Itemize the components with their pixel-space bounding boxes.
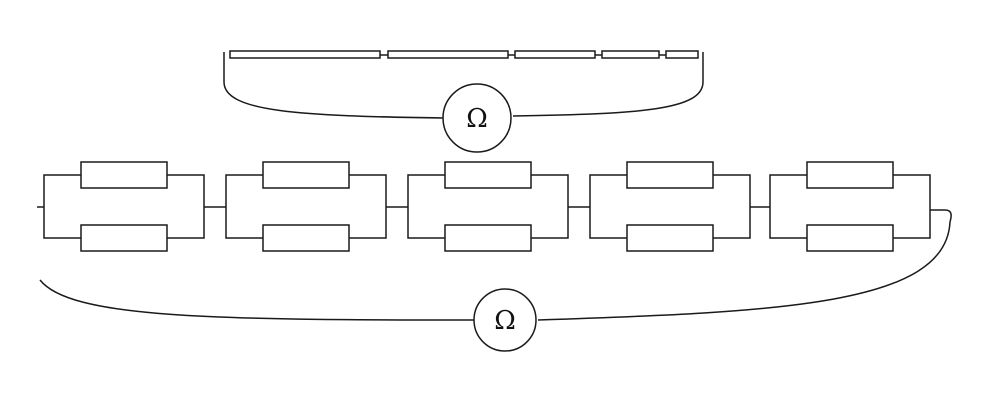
resistor-lower <box>262 224 350 252</box>
resistor-upper <box>626 161 714 189</box>
resistor-upper <box>80 161 168 189</box>
parallel-block-3 <box>407 161 569 252</box>
top-lead-left <box>223 52 444 119</box>
parallel-block-2 <box>225 161 387 252</box>
output-lead <box>930 209 952 223</box>
resistor-upper <box>806 161 894 189</box>
resistor-lower <box>626 224 714 252</box>
ohmmeter-bottom-label: Ω <box>494 306 516 336</box>
conductor-segment-4 <box>601 50 660 59</box>
conductor-segment-2 <box>387 50 509 59</box>
ohmmeter-bottom-circle <box>473 288 537 352</box>
series-conductor <box>229 50 699 59</box>
resistor-upper <box>262 161 350 189</box>
resistor-lower <box>80 224 168 252</box>
conductor-segment-1 <box>229 50 381 59</box>
ohmmeter-top-label: Ω <box>466 104 488 134</box>
parallel-block-4 <box>589 161 751 252</box>
parallel-block-5 <box>769 161 931 252</box>
conductor-segment-3 <box>514 50 596 59</box>
top-lead-right <box>512 52 704 117</box>
resistor-lower <box>444 224 532 252</box>
resistor-upper <box>444 161 532 189</box>
conductor-segment-5 <box>665 50 699 59</box>
ohmmeter-top: Ω <box>442 83 512 153</box>
top-circuit: Ω <box>223 50 704 153</box>
bottom-lead-right <box>537 221 951 321</box>
parallel-blocks <box>43 161 931 252</box>
ohmmeter-bottom: Ω <box>473 288 537 352</box>
bottom-circuit: Ω <box>37 161 952 352</box>
resistor-lower <box>806 224 894 252</box>
bottom-lead-left <box>39 279 475 321</box>
ohmmeter-top-circle <box>442 83 512 153</box>
parallel-block-1 <box>43 161 205 252</box>
